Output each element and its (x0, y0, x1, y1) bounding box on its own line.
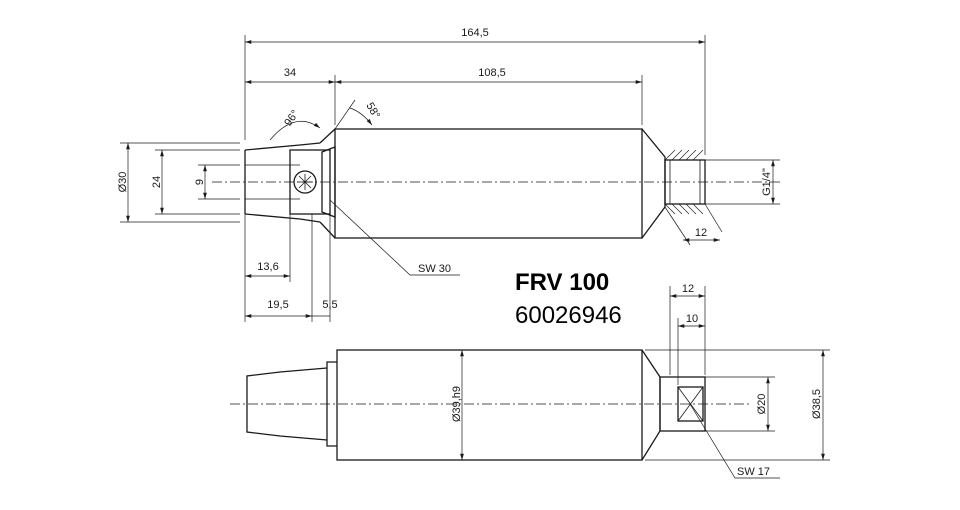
article-number: 60026946 (515, 302, 622, 329)
dim-overall-length: 164,5 (461, 27, 489, 39)
top-main-body (334, 128, 643, 239)
bottom-nozzle (246, 367, 328, 441)
bottom-dimensions: 12 10 Ø39,h9 Ø20 Ø38,5 SW 17 (451, 283, 830, 479)
model-name: FRV 100 (515, 269, 609, 296)
thread-hatching (664, 149, 704, 215)
dim-thread-length: 12 (695, 227, 707, 239)
nozzle-upper (244, 142, 321, 151)
sw30-hex (289, 149, 331, 215)
top-dimensions: 164,5 34 108,5 96° 58° Ø30 24 9 13,6 (117, 27, 780, 322)
bottom-right-cone (641, 349, 661, 461)
knob-star-icon (297, 174, 313, 190)
dim-24: 24 (151, 176, 163, 188)
dim-length-b: 108,5 (478, 67, 506, 79)
callout-sw30: SW 30 (418, 263, 451, 275)
sw17-hex-flat (677, 386, 704, 422)
top-view (212, 128, 782, 239)
dim-5-5: 5,5 (322, 299, 337, 311)
dim-dia-38-5: Ø38,5 (811, 389, 823, 419)
callout-sw17: SW 17 (737, 466, 770, 478)
dim-angle-cone: 96° (282, 108, 301, 129)
nozzle-lower (244, 213, 321, 223)
top-right-cone (641, 128, 666, 239)
top-chamfer-upper (319, 128, 336, 144)
top-thread-outlet (664, 159, 706, 205)
dim-dia-20: Ø20 (756, 394, 768, 415)
title-block: FRV 100 60026946 (515, 269, 622, 329)
dim-dia-30: Ø30 (117, 172, 129, 193)
dim-length-a: 34 (284, 67, 296, 79)
dim-19-5: 19,5 (267, 299, 288, 311)
dim-9: 9 (194, 179, 206, 185)
bottom-collar (326, 361, 337, 447)
bottom-view (230, 349, 750, 461)
dim-top-10: 10 (686, 313, 698, 325)
top-chamfer-lower (319, 221, 336, 239)
valve-knob (293, 170, 317, 194)
sw17-hex (659, 376, 706, 432)
dim-body-dia: Ø39,h9 (451, 386, 463, 422)
bottom-main-body (336, 349, 643, 461)
lever (321, 146, 336, 218)
dim-top-12: 12 (682, 283, 694, 295)
dim-13-6: 13,6 (257, 261, 278, 273)
dim-thread: G1/4" (761, 168, 773, 196)
